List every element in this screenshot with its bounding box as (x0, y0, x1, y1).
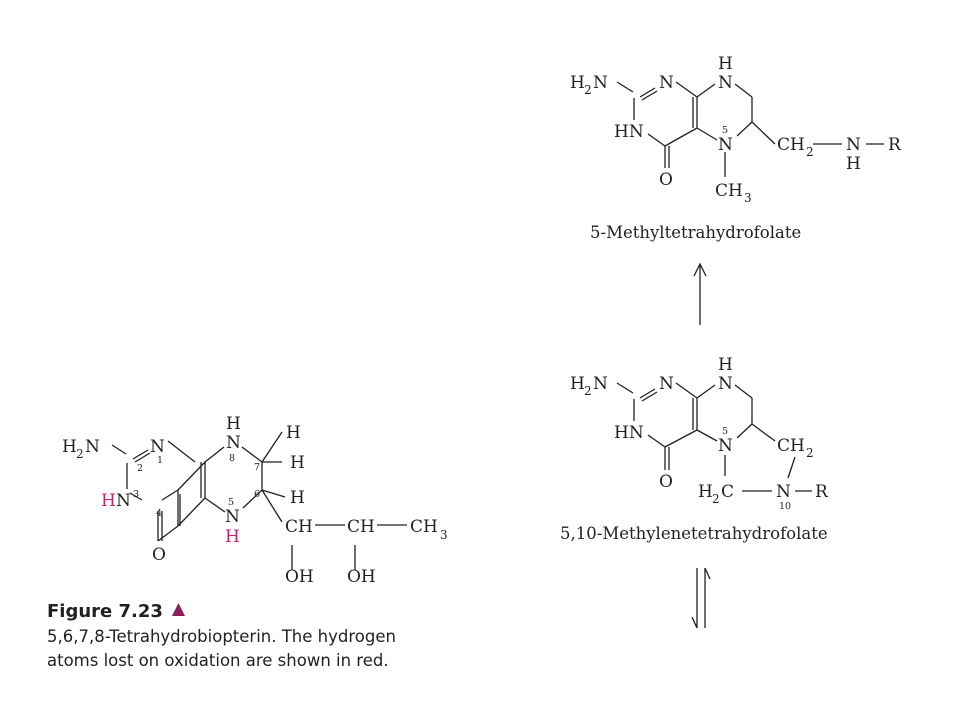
methyl-thf-amine-h: H (846, 154, 861, 174)
biopterin-bonds (111, 431, 407, 570)
methylene-thf-h2c-c: C (721, 482, 734, 502)
methyl-thf-name: 5-Methyltetrahydrofolate (590, 223, 801, 242)
methylene-thf-hn: HN (614, 423, 644, 443)
methylene-thf-r-group: R (815, 482, 829, 502)
biopterin-h6: H (290, 488, 305, 508)
biopterin-c4-number: 4 (156, 508, 162, 519)
biopterin-oh-1: OH (285, 567, 314, 587)
methylene-thf-ring-n-b-h: H (718, 355, 733, 375)
methyltetrahydrofolate-structure: H 2 N N H N HN 5 N O CH 3 CH 2 N H R 5-M… (570, 54, 902, 242)
methylene-thf-n5-number: 5 (722, 426, 728, 437)
methyl-thf-amine-n: N (846, 135, 861, 155)
biopterin-n8-number: 8 (229, 453, 235, 464)
methylene-thf-name: 5,10-Methylenetetrahydrofolate (560, 524, 828, 543)
figure-caption: Figure 7.23 5,6,7,8-Tetrahydrobiopterin.… (47, 601, 396, 670)
biopterin-hn3-n: N (116, 491, 131, 511)
biopterin-c2-number: 2 (137, 463, 143, 474)
biopterin-hn3-h-red: H (101, 491, 116, 511)
methylene-thf-h2c-sub: 2 (712, 492, 720, 506)
biopterin-ch-2: CH (347, 517, 375, 537)
methyl-thf-ring-n-b-h: H (718, 54, 733, 74)
methylene-thf-h2n-n: N (593, 374, 608, 394)
biopterin-h2n-h: H (62, 437, 77, 457)
methyl-thf-oxygen: O (659, 170, 673, 190)
methyl-thf-ch3: CH (715, 181, 743, 201)
methyl-thf-hn: HN (614, 122, 644, 142)
methylene-thf-oxygen: O (659, 472, 673, 492)
biopterin-c7-number: 7 (254, 462, 260, 473)
methyl-thf-h2n-h: H (570, 73, 585, 93)
methyl-thf-n5: N (718, 135, 733, 155)
methylene-thf-h2n-h: H (570, 374, 585, 394)
biopterin-n5-h-red: H (225, 527, 240, 547)
methylene-thf-n5: N (718, 436, 733, 456)
biopterin-n8: N (226, 433, 241, 453)
methyl-thf-h2n-sub: 2 (584, 83, 592, 97)
methylene-thf-n10: N (776, 482, 791, 502)
biopterin-c6-number: 6 (254, 489, 260, 500)
biopterin-n5-number: 5 (228, 497, 234, 508)
methyl-thf-ring-n-a: N (659, 73, 674, 93)
methylene-thf-h2c-h: H (698, 482, 713, 502)
biopterin-h2n-sub: 2 (76, 447, 84, 461)
biopterin-n8-h: H (226, 414, 241, 434)
methyl-thf-bonds (616, 81, 884, 177)
equilibrium-arrows-icon (691, 567, 711, 629)
up-arrow-icon (693, 262, 707, 325)
methylene-thf-ch2: CH (777, 436, 805, 456)
biopterin-n3-number: 3 (133, 489, 139, 500)
methylene-thf-ring-n-a: N (659, 374, 674, 394)
tetrahydrobiopterin-structure: H 2 N N 1 2 H N 3 4 O H N 8 7 6 5 N H H … (62, 414, 448, 587)
figure-caption-line-1: 5,6,7,8-Tetrahydrobiopterin. The hydroge… (47, 627, 396, 646)
methyl-thf-r-group: R (888, 135, 902, 155)
biopterin-n5: N (225, 507, 240, 527)
methyl-thf-ch2-sub: 2 (806, 145, 814, 159)
biopterin-h2n-n: N (85, 437, 100, 457)
biopterin-ch-1: CH (285, 517, 313, 537)
biopterin-n1-number: 1 (157, 455, 163, 466)
methyl-thf-ch3-sub: 3 (744, 191, 752, 205)
methyl-thf-ring-n-b: N (718, 73, 733, 93)
methylene-thf-ring-n-b: N (718, 374, 733, 394)
figure-triangle-icon (172, 603, 185, 616)
biopterin-h7b: H (290, 453, 305, 473)
methyl-thf-ch2: CH (777, 135, 805, 155)
biopterin-oh-2: OH (347, 567, 376, 587)
biopterin-h7a: H (286, 423, 301, 443)
figure-number: Figure 7.23 (47, 601, 163, 622)
methylene-thf-h2n-sub: 2 (584, 384, 592, 398)
methyl-thf-n5-number: 5 (722, 125, 728, 136)
biopterin-ch3: CH (410, 517, 438, 537)
methylene-thf-ch2-sub: 2 (806, 446, 814, 460)
biopterin-ch3-sub: 3 (440, 528, 448, 542)
methyl-thf-h2n-n: N (593, 73, 608, 93)
methylene-thf-bonds (616, 382, 812, 492)
methylenetetrahydrofolate-structure: H 2 N N H N HN 5 N O CH 2 H 2 C N 10 R 5… (560, 355, 829, 543)
figure-caption-line-2: atoms lost on oxidation are shown in red… (47, 651, 389, 670)
methylene-thf-n10-number: 10 (779, 501, 791, 512)
biopterin-n1: N (150, 437, 165, 457)
biopterin-oxygen: O (152, 545, 166, 565)
